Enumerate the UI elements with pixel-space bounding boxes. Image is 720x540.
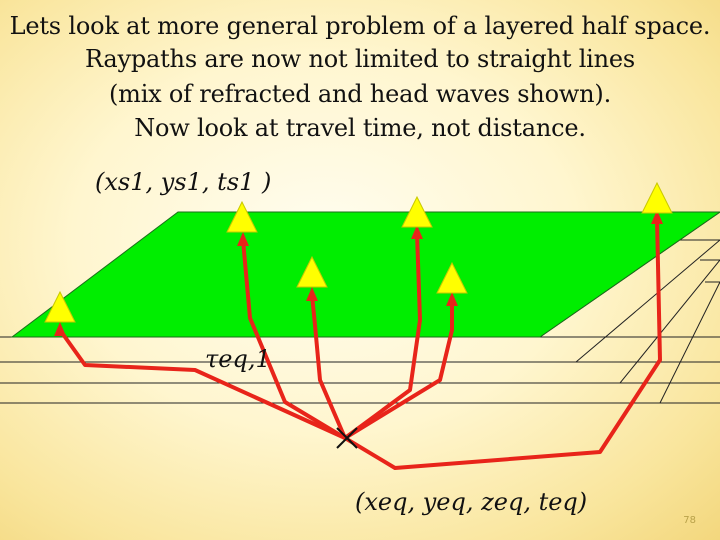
title-line-2: Raypaths are now not limited to straight… [84, 45, 636, 73]
ray-3 [310, 293, 347, 440]
page-number: 78 [683, 515, 696, 526]
ray-arrowheads [54, 210, 663, 336]
tau-label: τeq,1 [205, 345, 271, 373]
station-triangle-3 [296, 255, 328, 288]
ray-4 [343, 231, 422, 440]
ray-2 [241, 238, 347, 440]
station-triangle-4 [401, 195, 433, 228]
ray-6 [343, 216, 662, 470]
title-line-4: Now look at travel time, not distance. [134, 114, 586, 142]
stations [44, 181, 673, 323]
event-source-marker [336, 427, 358, 449]
ray-5 [343, 298, 454, 440]
station-triangle-6 [641, 181, 673, 214]
layer-edge-4 [659, 281, 720, 404]
surface-plane [10, 211, 720, 338]
event-label: (xeq, yeq, zeq, teq) [355, 488, 588, 516]
station-triangle-5 [436, 261, 468, 294]
title-line-1: Lets look at more general problem of a l… [9, 12, 711, 40]
title-line-3: (mix of refracted and head waves shown). [108, 80, 612, 108]
station-triangle-1 [44, 290, 76, 323]
station-label: (xs1, ys1, ts1 ) [95, 168, 272, 196]
ray-1 [58, 328, 347, 440]
layer-edge-2 [575, 239, 720, 363]
station-triangle-2 [226, 200, 258, 233]
raypaths [58, 216, 662, 470]
layer-edge-3 [619, 259, 720, 384]
